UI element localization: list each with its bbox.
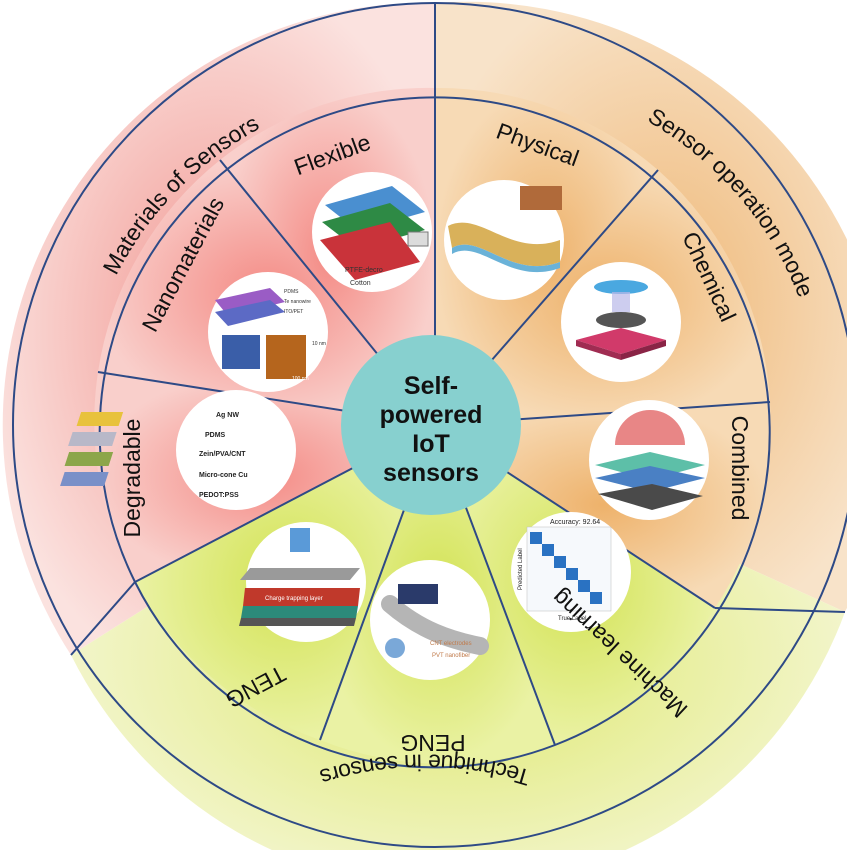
thumb-flexible-text-2: Cotton (350, 280, 371, 287)
thumbnail-flexible: PTFE-decro Cotton (312, 172, 432, 292)
thumb-flexible-text-1: PTFE-decro (345, 267, 383, 274)
thumbnail-chemical (561, 262, 681, 382)
label-degradable: Degradable (119, 419, 145, 538)
thumb-deg-text-3: Zein/PVA/CNT (199, 451, 246, 458)
thumbnail-combined (589, 400, 709, 520)
center-label-line3: IoT (412, 430, 450, 458)
thumb-deg-text-1: Ag NW (216, 412, 239, 419)
label-combined: Combined (727, 416, 753, 521)
inner-arc (98, 96, 771, 769)
center-label-line4: sensors (383, 459, 479, 487)
thumb-ml-text-2: Predicted Label (518, 548, 524, 590)
inner-ring-border (70, 581, 846, 656)
thumbnail-nanomaterials: PDMS Te nanowire ITO/PET 10 nm 100 nm (208, 272, 328, 392)
thumb-deg-text-2: PDMS (205, 432, 226, 439)
thumb-deg-text-4: Micro-cone Cu (199, 472, 248, 479)
label-peng: PENG (400, 730, 465, 756)
center-circle (341, 335, 521, 515)
thumb-nano-text-4: 10 nm (312, 341, 326, 347)
thumbnails: PTFE-decro Cotton PDMS Te nanowire ITO/P… (60, 172, 709, 680)
thumb-nano-text-3: ITO/PET (284, 309, 303, 315)
thumb-nano-text-1: PDMS (284, 289, 299, 295)
thumbnail-physical (444, 180, 564, 300)
thumb-teng-text-1: Charge trapping layer (265, 596, 323, 602)
thumbnail-machine-learning: Accuracy: 92.64 Predicted Label True Lab… (511, 512, 631, 632)
thumbnail-degradable: Ag NW PDMS Zein/PVA/CNT Micro-cone Cu PE… (60, 390, 296, 510)
thumb-nano-text-5: 100 nm (292, 376, 309, 382)
thumb-ml-text-3: True Label (558, 616, 586, 622)
thumbnail-peng: CNT electrodes PVT nanofiber (370, 560, 490, 680)
center-node: Self- powered IoT sensors (341, 335, 521, 515)
center-label-line1: Self- (404, 372, 458, 400)
thumbnail-teng: Charge trapping layer (239, 522, 366, 642)
thumb-nano-text-2: Te nanowire (284, 299, 311, 305)
thumb-peng-text-1: CNT electrodes (430, 641, 472, 647)
center-label-line2: powered (380, 401, 483, 429)
thumb-ml-text-1: Accuracy: 92.64 (550, 519, 600, 526)
thumb-deg-text-5: PEDOT:PSS (199, 492, 239, 499)
thumb-peng-text-2: PVT nanofiber (432, 653, 470, 659)
